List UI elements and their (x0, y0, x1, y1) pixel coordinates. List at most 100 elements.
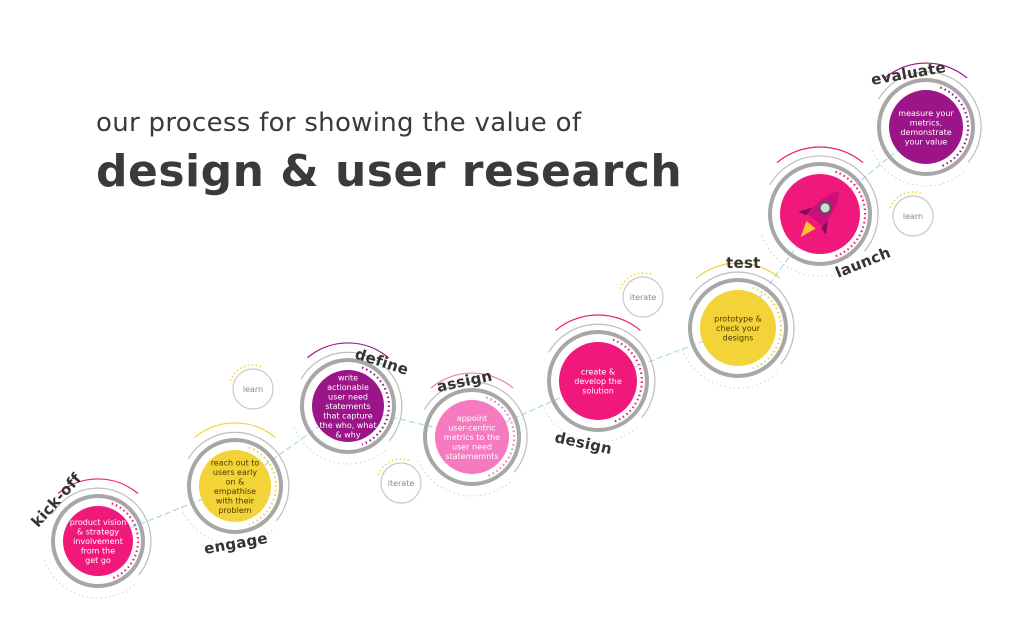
step-text-line: involvement (73, 537, 123, 546)
step-text-line: user need (328, 393, 368, 402)
step-label-launch: launch (833, 243, 894, 281)
step-text-line: user-centric (448, 424, 495, 433)
step-text-line: metrics, (910, 118, 942, 127)
step-dotted-arc (870, 147, 965, 187)
step-dotted-arc (416, 457, 511, 497)
loop-ring (232, 368, 274, 410)
step-text-line: appoint (457, 414, 487, 423)
step-label-engage: engage (203, 529, 270, 558)
step-accent-dots (940, 86, 970, 168)
step-text-line: designs (723, 334, 754, 343)
step-text-line: demonstrate (900, 128, 951, 137)
step-text-line: user need (452, 443, 492, 452)
loop-label: iterate (388, 479, 415, 488)
step-dotted-arc (43, 560, 135, 599)
step-text-line: & why (335, 431, 360, 440)
step-text-line: that capture (323, 412, 372, 421)
step-dotted-arc (293, 425, 386, 465)
process-steps: product vision& strategyinvolvementfrom … (28, 58, 982, 599)
step-disc (63, 506, 133, 576)
step-ring (547, 330, 649, 432)
step-text-line: solution (582, 387, 614, 396)
loop-ring (380, 462, 422, 504)
step-text-line: develop the (574, 377, 622, 386)
loop-label: learn (903, 212, 923, 221)
loop-label: iterate (630, 293, 657, 302)
step-disc (889, 90, 963, 164)
step-text-line: reach out to (211, 458, 260, 467)
connector-line (97, 485, 236, 542)
step-launch: launch (761, 146, 894, 282)
step-text-line: the who, what (320, 421, 377, 430)
step-text-line: users early (213, 468, 257, 477)
step-ring (187, 438, 283, 534)
step-outer-arc (548, 323, 656, 418)
step-accent-arc (695, 262, 781, 279)
step-disc (435, 400, 509, 474)
step-text-line: check your (716, 324, 761, 333)
step-accent-dots (752, 286, 783, 370)
connector-line (597, 327, 739, 382)
step-outer-arc (51, 487, 152, 576)
step-disc (312, 370, 384, 442)
loop-label: learn (243, 385, 263, 394)
step-text-line: measure your (898, 109, 954, 118)
step-text-line: metrics to the (444, 433, 500, 442)
step-label-test: test (726, 254, 761, 272)
step-accent-dots (612, 338, 643, 424)
rocket-icon (798, 191, 840, 237)
step-text-line: your value (905, 137, 947, 146)
step-text-line: statememnts (445, 452, 498, 461)
step-accent-arc (430, 372, 514, 389)
step-ring (688, 278, 788, 378)
loop-badge-learn: learn (229, 364, 274, 410)
step-ring (877, 78, 975, 176)
step-disc (559, 342, 637, 420)
loop-ring (892, 195, 934, 237)
step-text-line: product vision (70, 518, 127, 527)
step-text-line: with their (216, 496, 255, 505)
step-text-line: empathise (214, 487, 256, 496)
step-dotted-arc (761, 235, 861, 277)
step-text-line: problem (218, 506, 251, 515)
step-outer-arc (877, 71, 982, 163)
step-accent-arc (884, 62, 968, 79)
step-dotted-arc (180, 505, 273, 545)
title-line-1: our process for showing the value of (96, 108, 582, 138)
step-accent-arc (307, 342, 389, 359)
step-text-line: & strategy (77, 528, 119, 537)
step-accent-arc (776, 146, 864, 164)
step-text-line: actionable (327, 383, 369, 392)
step-disc (700, 290, 776, 366)
loop-badge-learn: learn (889, 191, 934, 237)
step-ring (768, 162, 872, 266)
step-accent-dots (361, 366, 390, 446)
step-label-design: design (553, 428, 614, 458)
step-outer-arc (688, 271, 795, 365)
step-outer-arc (769, 155, 879, 252)
step-ring (300, 358, 396, 454)
loop-badges: learn iterate iterate learn (229, 191, 934, 504)
loop-ring (622, 276, 664, 318)
step-accent-arc (57, 478, 139, 494)
step-accent-dots (486, 396, 516, 478)
step-text-line: from the (81, 547, 115, 556)
step-accent-arc (194, 422, 276, 439)
loop-badge-iterate: iterate (619, 272, 664, 318)
step-text-line: on & (226, 477, 245, 486)
step-disc (199, 450, 271, 522)
step-text-line: statements (325, 402, 370, 411)
title-line-2: design & user research (96, 146, 683, 197)
step-text-line: create & (581, 368, 615, 377)
step-ring (423, 388, 521, 486)
step-text-line: prototype & (714, 315, 762, 324)
step-outer-arc (300, 351, 403, 442)
step-text-line: write (338, 374, 358, 383)
